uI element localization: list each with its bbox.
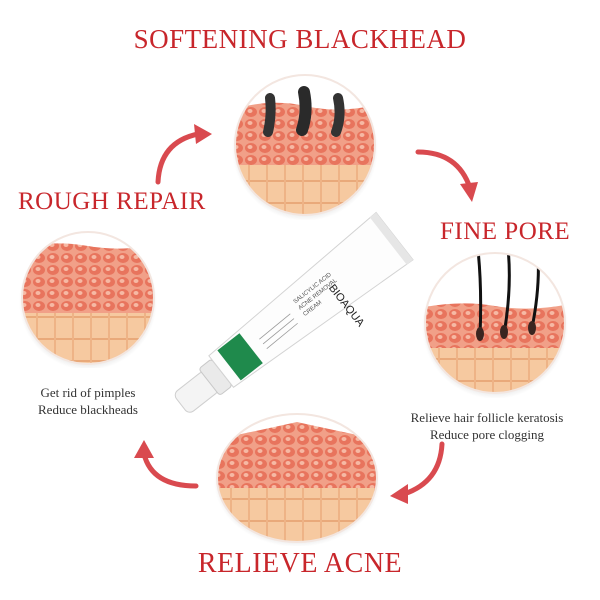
curved-arrow-icon bbox=[134, 440, 199, 489]
skin-circle-right bbox=[422, 252, 568, 398]
caption-right: Relieve hair follicle keratosis Reduce p… bbox=[392, 409, 582, 443]
title-softening-blackhead: SOFTENING BLACKHEAD bbox=[133, 24, 467, 54]
title-fine-pore: FINE PORE bbox=[440, 218, 571, 245]
caption-right-line1: Relieve hair follicle keratosis bbox=[410, 410, 564, 425]
title-relieve-acne: RELIEVE ACNE bbox=[197, 548, 403, 579]
curved-arrow-icon bbox=[155, 124, 212, 185]
skin-circle-top bbox=[232, 74, 378, 220]
curved-arrow-icon bbox=[390, 441, 445, 504]
skin-circle-bottom bbox=[214, 413, 380, 546]
product-tube: BIOAQUA SALICYLIC ACID ACNE REMOVAL CREA… bbox=[174, 211, 414, 413]
title-rough-repair: ROUGH REPAIR bbox=[18, 188, 206, 215]
caption-right-line2: Reduce pore clogging bbox=[429, 427, 545, 442]
caption-left: Get rid of pimples Reduce blackheads bbox=[18, 384, 158, 418]
skin-circle-left bbox=[19, 231, 157, 368]
curved-arrow-icon bbox=[415, 149, 478, 202]
caption-left-line2: Reduce blackheads bbox=[38, 402, 138, 417]
caption-left-line1: Get rid of pimples bbox=[40, 385, 136, 400]
